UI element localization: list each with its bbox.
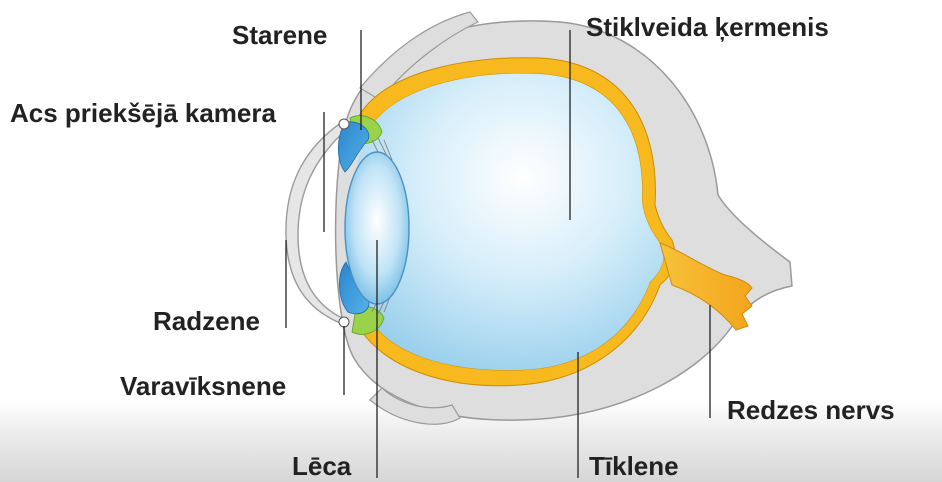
label-leca: Lēca: [292, 451, 351, 481]
label-redzes-nervs: Redzes nervs: [727, 395, 895, 425]
label-starene: Starene: [232, 20, 327, 50]
limbus-marker-bottom: [339, 317, 349, 327]
limbus-marker-top: [339, 119, 349, 129]
label-varaviksnene: Varavīksnene: [120, 371, 286, 401]
label-tiklene: Tīklene: [589, 451, 679, 481]
label-acs-prieksejā-kamera: Acs priekšējā kamera: [10, 98, 276, 128]
label-radzene: Radzene: [153, 306, 260, 336]
label-stiklveida-kermenis: Stiklveida ķermenis: [586, 12, 829, 42]
